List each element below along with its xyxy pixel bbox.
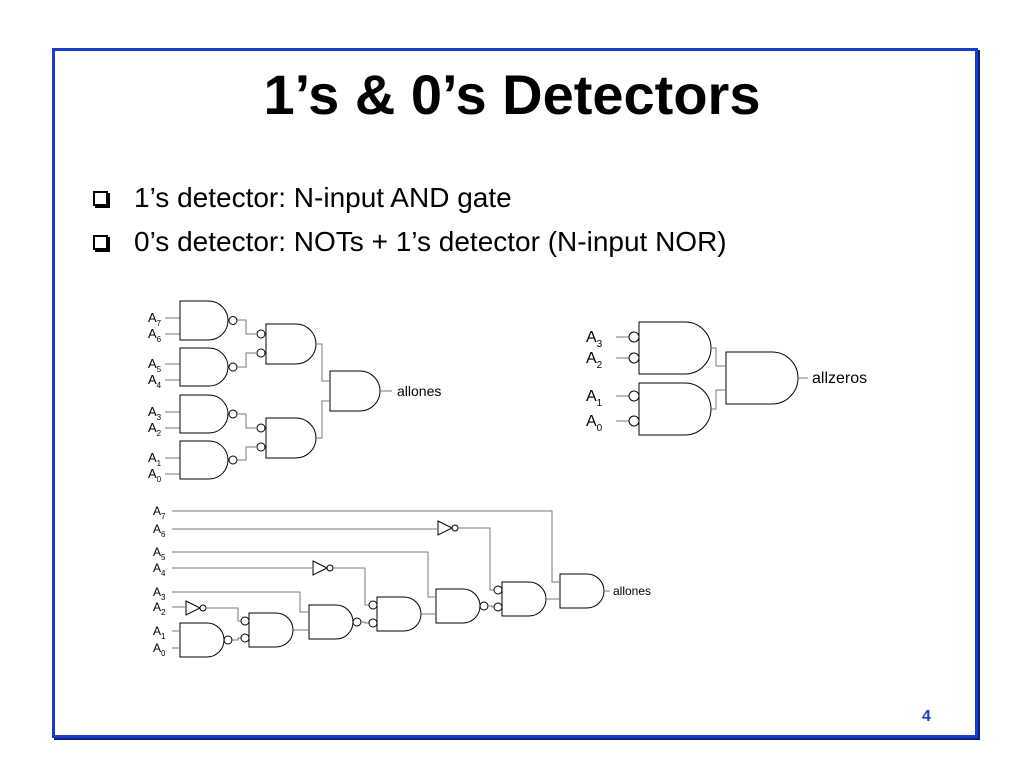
input-label: A4 — [148, 372, 162, 390]
wire — [237, 446, 256, 461]
and-gate — [559, 573, 605, 609]
inversion-bubble — [493, 602, 503, 612]
bullet-item: 0’s detector: NOTs + 1’s detector (N-inp… — [93, 220, 727, 264]
wire — [316, 343, 330, 382]
and-gate — [179, 440, 229, 480]
input-label: A6 — [148, 326, 162, 344]
input-label: A2 — [153, 600, 166, 617]
inversion-bubble — [326, 564, 334, 572]
inversion-bubble — [628, 390, 640, 402]
input-label: A6 — [153, 522, 166, 539]
input-label: A0 — [153, 641, 166, 658]
input-label: A3 — [586, 329, 603, 350]
input-label: A0 — [148, 466, 162, 484]
input-label: A2 — [148, 420, 162, 438]
inversion-bubble — [228, 362, 238, 372]
input-label: A2 — [586, 350, 603, 371]
inversion-bubble — [228, 409, 238, 419]
input-label: A5 — [153, 545, 166, 562]
not-gate — [185, 600, 202, 616]
input-label: A1 — [586, 388, 603, 409]
not-gate — [437, 520, 454, 536]
slide-title: 1’s & 0’s Detectors — [263, 63, 761, 126]
input-label: A0 — [586, 413, 603, 434]
inversion-bubble — [256, 348, 266, 358]
output-label: allones — [397, 383, 441, 399]
wire — [172, 551, 436, 598]
inversion-bubble — [628, 415, 640, 427]
checkbox-bullet-icon — [93, 234, 108, 250]
and-gate — [329, 370, 381, 412]
page-number: 4 — [922, 708, 931, 725]
wire — [237, 413, 256, 429]
inversion-bubble — [256, 442, 266, 452]
wire — [172, 510, 560, 583]
wire — [333, 567, 373, 606]
inversion-bubble — [228, 455, 238, 465]
bullet-text: 1’s detector: N-input AND gate — [134, 182, 512, 213]
and-gate — [376, 596, 422, 632]
input-label: A4 — [153, 561, 166, 578]
inversion-bubble — [368, 618, 378, 628]
checkbox-bullet-icon — [93, 190, 108, 206]
inversion-bubble — [199, 604, 207, 612]
and-gate — [179, 394, 229, 434]
wire — [711, 389, 726, 410]
and-gate — [265, 417, 317, 459]
wire — [458, 527, 498, 591]
bullet-text: 0’s detector: NOTs + 1’s detector (N-inp… — [134, 226, 727, 257]
output-label: allzeros — [812, 370, 867, 387]
wire — [237, 319, 256, 335]
and-gate — [638, 382, 712, 436]
and-gate — [179, 300, 229, 341]
inversion-bubble — [256, 329, 266, 339]
inversion-bubble — [256, 423, 266, 433]
wire — [206, 607, 245, 622]
and-gate — [435, 588, 481, 624]
wire — [172, 591, 309, 613]
inversion-bubble — [628, 352, 640, 364]
inversion-bubble — [352, 617, 362, 627]
wire — [237, 352, 256, 368]
inversion-bubble — [628, 331, 640, 343]
bullet-item: 1’s detector: N-input AND gate — [93, 176, 727, 220]
and-gate — [179, 347, 229, 387]
and-gate — [308, 604, 354, 640]
inversion-bubble — [223, 635, 233, 645]
inversion-bubble — [228, 316, 238, 325]
and-gate — [248, 612, 294, 648]
and-gate — [725, 351, 799, 405]
and-gate — [265, 323, 317, 365]
and-gate — [638, 321, 712, 375]
wire — [316, 400, 330, 439]
input-label: A1 — [153, 624, 166, 641]
and-gate — [179, 622, 225, 658]
inversion-bubble — [240, 616, 250, 626]
inversion-bubble — [451, 524, 459, 532]
inversion-bubble — [368, 600, 378, 610]
input-label: A7 — [153, 504, 166, 521]
output-label: allones — [613, 584, 651, 598]
bullet-list: 1’s detector: N-input AND gate 0’s detec… — [93, 176, 727, 264]
inversion-bubble — [479, 601, 489, 611]
not-gate — [312, 560, 329, 576]
wire — [711, 347, 726, 367]
inversion-bubble — [493, 585, 503, 595]
inversion-bubble — [240, 633, 250, 643]
and-gate — [501, 581, 547, 617]
